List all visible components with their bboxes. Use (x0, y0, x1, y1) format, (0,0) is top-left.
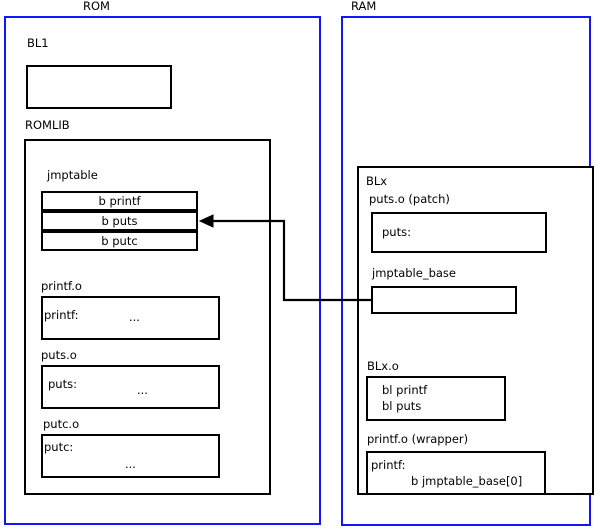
printf-wrapper-box: printf: b jmptable_base[0] (366, 451, 546, 495)
printf-wrapper-symbol: printf: (371, 458, 406, 472)
blx-label: BLx (366, 174, 388, 188)
jmptable-label: jmptable (47, 168, 98, 182)
region-title-rom: ROM (83, 0, 110, 13)
printf-wrapper-label: printf.o (wrapper) (367, 432, 469, 446)
romlib-object-body-putc: ... (125, 457, 136, 471)
romlib-object-body-puts: ... (137, 383, 148, 397)
blx-o-line-0: bl printf (382, 383, 428, 397)
romlib-object-symbol-printf: printf: (44, 308, 79, 322)
jmptable-entry-0: b printf (41, 191, 198, 211)
jmptable-entry-2: b putc (41, 231, 198, 251)
romlib-object-box-puts-o: puts: ... (41, 365, 220, 409)
puts-patch-symbol: puts: (382, 225, 411, 239)
romlib-object-symbol-puts: puts: (48, 377, 77, 391)
bl1-box (26, 65, 172, 109)
romlib-object-body-printf: ... (129, 310, 140, 324)
bl1-label: BL1 (27, 36, 49, 50)
romlib-object-box-printf-o: printf: ... (41, 296, 220, 340)
region-title-ram: RAM (351, 0, 377, 13)
jmptable-entry-1: b puts (41, 211, 198, 231)
romlib-object-label-putc-o: putc.o (43, 417, 80, 431)
romlib-label: ROMLIB (25, 118, 70, 132)
blx-o-line-1: bl puts (382, 399, 422, 413)
romlib-object-label-puts-o: puts.o (41, 348, 77, 362)
blx-o-box: bl printf bl puts (366, 376, 506, 421)
romlib-object-symbol-putc: putc: (44, 440, 74, 454)
jmptable-base-box (371, 286, 517, 314)
romlib-object-box-putc-o: putc: ... (41, 434, 220, 478)
puts-patch-box: puts: (371, 212, 547, 253)
puts-patch-label: puts.o (patch) (369, 192, 450, 206)
blx-o-label: BLx.o (367, 359, 399, 373)
jmptable-base-label: jmptable_base (372, 266, 456, 280)
printf-wrapper-instruction: b jmptable_base[0] (411, 474, 523, 488)
romlib-object-label-printf-o: printf.o (41, 279, 82, 293)
